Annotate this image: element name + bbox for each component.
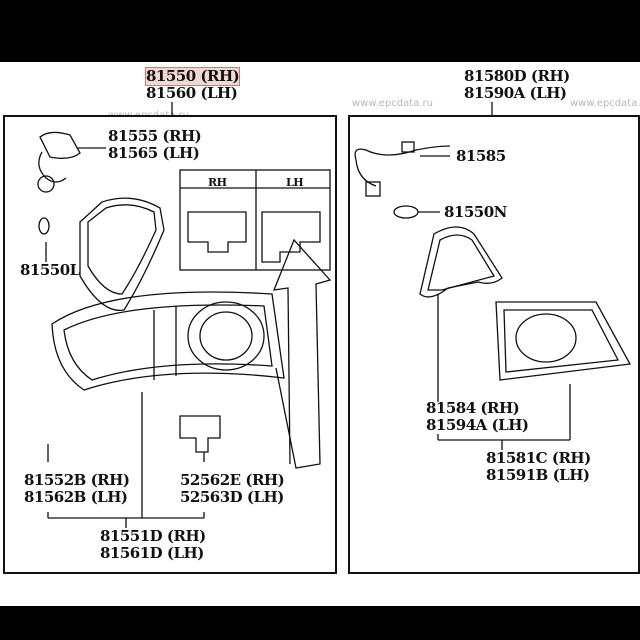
part-number-lh[interactable]: 81562B (LH) [24, 488, 128, 506]
part-number-lh[interactable]: 52563D (LH) [180, 488, 284, 506]
part-link-81552b-81562b[interactable]: 81552B (RH) 81562B (LH) [24, 471, 130, 506]
part-link-81584-81594a[interactable]: 81584 (RH) 81594A (LH) [426, 399, 529, 434]
right-assembly-box [348, 115, 640, 574]
part-link-81580d-81590a[interactable]: 81580D (RH) 81590A (LH) [464, 68, 570, 102]
part-number-lh[interactable]: 81565 (LH) [108, 144, 200, 162]
watermark: www.epcdata.ru [570, 98, 640, 109]
inset-label-lh: LH [286, 176, 304, 189]
part-number-rh[interactable]: 52562E (RH) [180, 471, 285, 489]
diagram-drawing [37, 102, 632, 528]
part-number-rh[interactable]: 81552B (RH) [24, 471, 130, 489]
part-link-81581c-81591b[interactable]: 81581C (RH) 81591B (LH) [486, 450, 591, 484]
inset-label-rh: RH [208, 176, 227, 189]
part-number-lh[interactable]: 81591B (LH) [486, 466, 590, 484]
part-number-rh[interactable]: 81581C (RH) [486, 449, 591, 467]
part-link-81585[interactable]: 81585 [456, 147, 506, 165]
part-number-lh[interactable]: 81594A (LH) [426, 416, 529, 434]
part-link-81551d-81561d[interactable]: 81551D (RH) 81561D (LH) [100, 528, 206, 562]
parts-diagram: www.epcdata.ru www.epcdata.ru www.epcdat… [0, 62, 640, 606]
part-number-rh[interactable]: 81580D (RH) [464, 67, 570, 85]
part-number-lh[interactable]: 81560 (LH) [146, 84, 238, 102]
part-link-81555-81565[interactable]: 81555 (RH) 81565 (LH) [108, 127, 202, 162]
watermark: www.epcdata.ru [352, 98, 433, 109]
part-number-lh[interactable]: 81590A (LH) [464, 84, 567, 102]
part-link-81550l[interactable]: 81550L [20, 261, 80, 279]
part-number-lh[interactable]: 81561D (LH) [100, 544, 204, 562]
part-link-81550-81560[interactable]: 81550 (RH) 81560 (LH) [144, 67, 241, 102]
part-link-81550n[interactable]: 81550N [444, 203, 507, 221]
part-number-rh[interactable]: 81551D (RH) [100, 527, 206, 545]
part-number-rh[interactable]: 81550 (RH) [144, 67, 241, 86]
part-link-52562e-52563d[interactable]: 52562E (RH) 52563D (LH) [180, 471, 285, 506]
part-number-rh[interactable]: 81555 (RH) [108, 127, 202, 145]
part-number-rh[interactable]: 81584 (RH) [426, 399, 520, 417]
left-assembly-box [3, 115, 337, 574]
